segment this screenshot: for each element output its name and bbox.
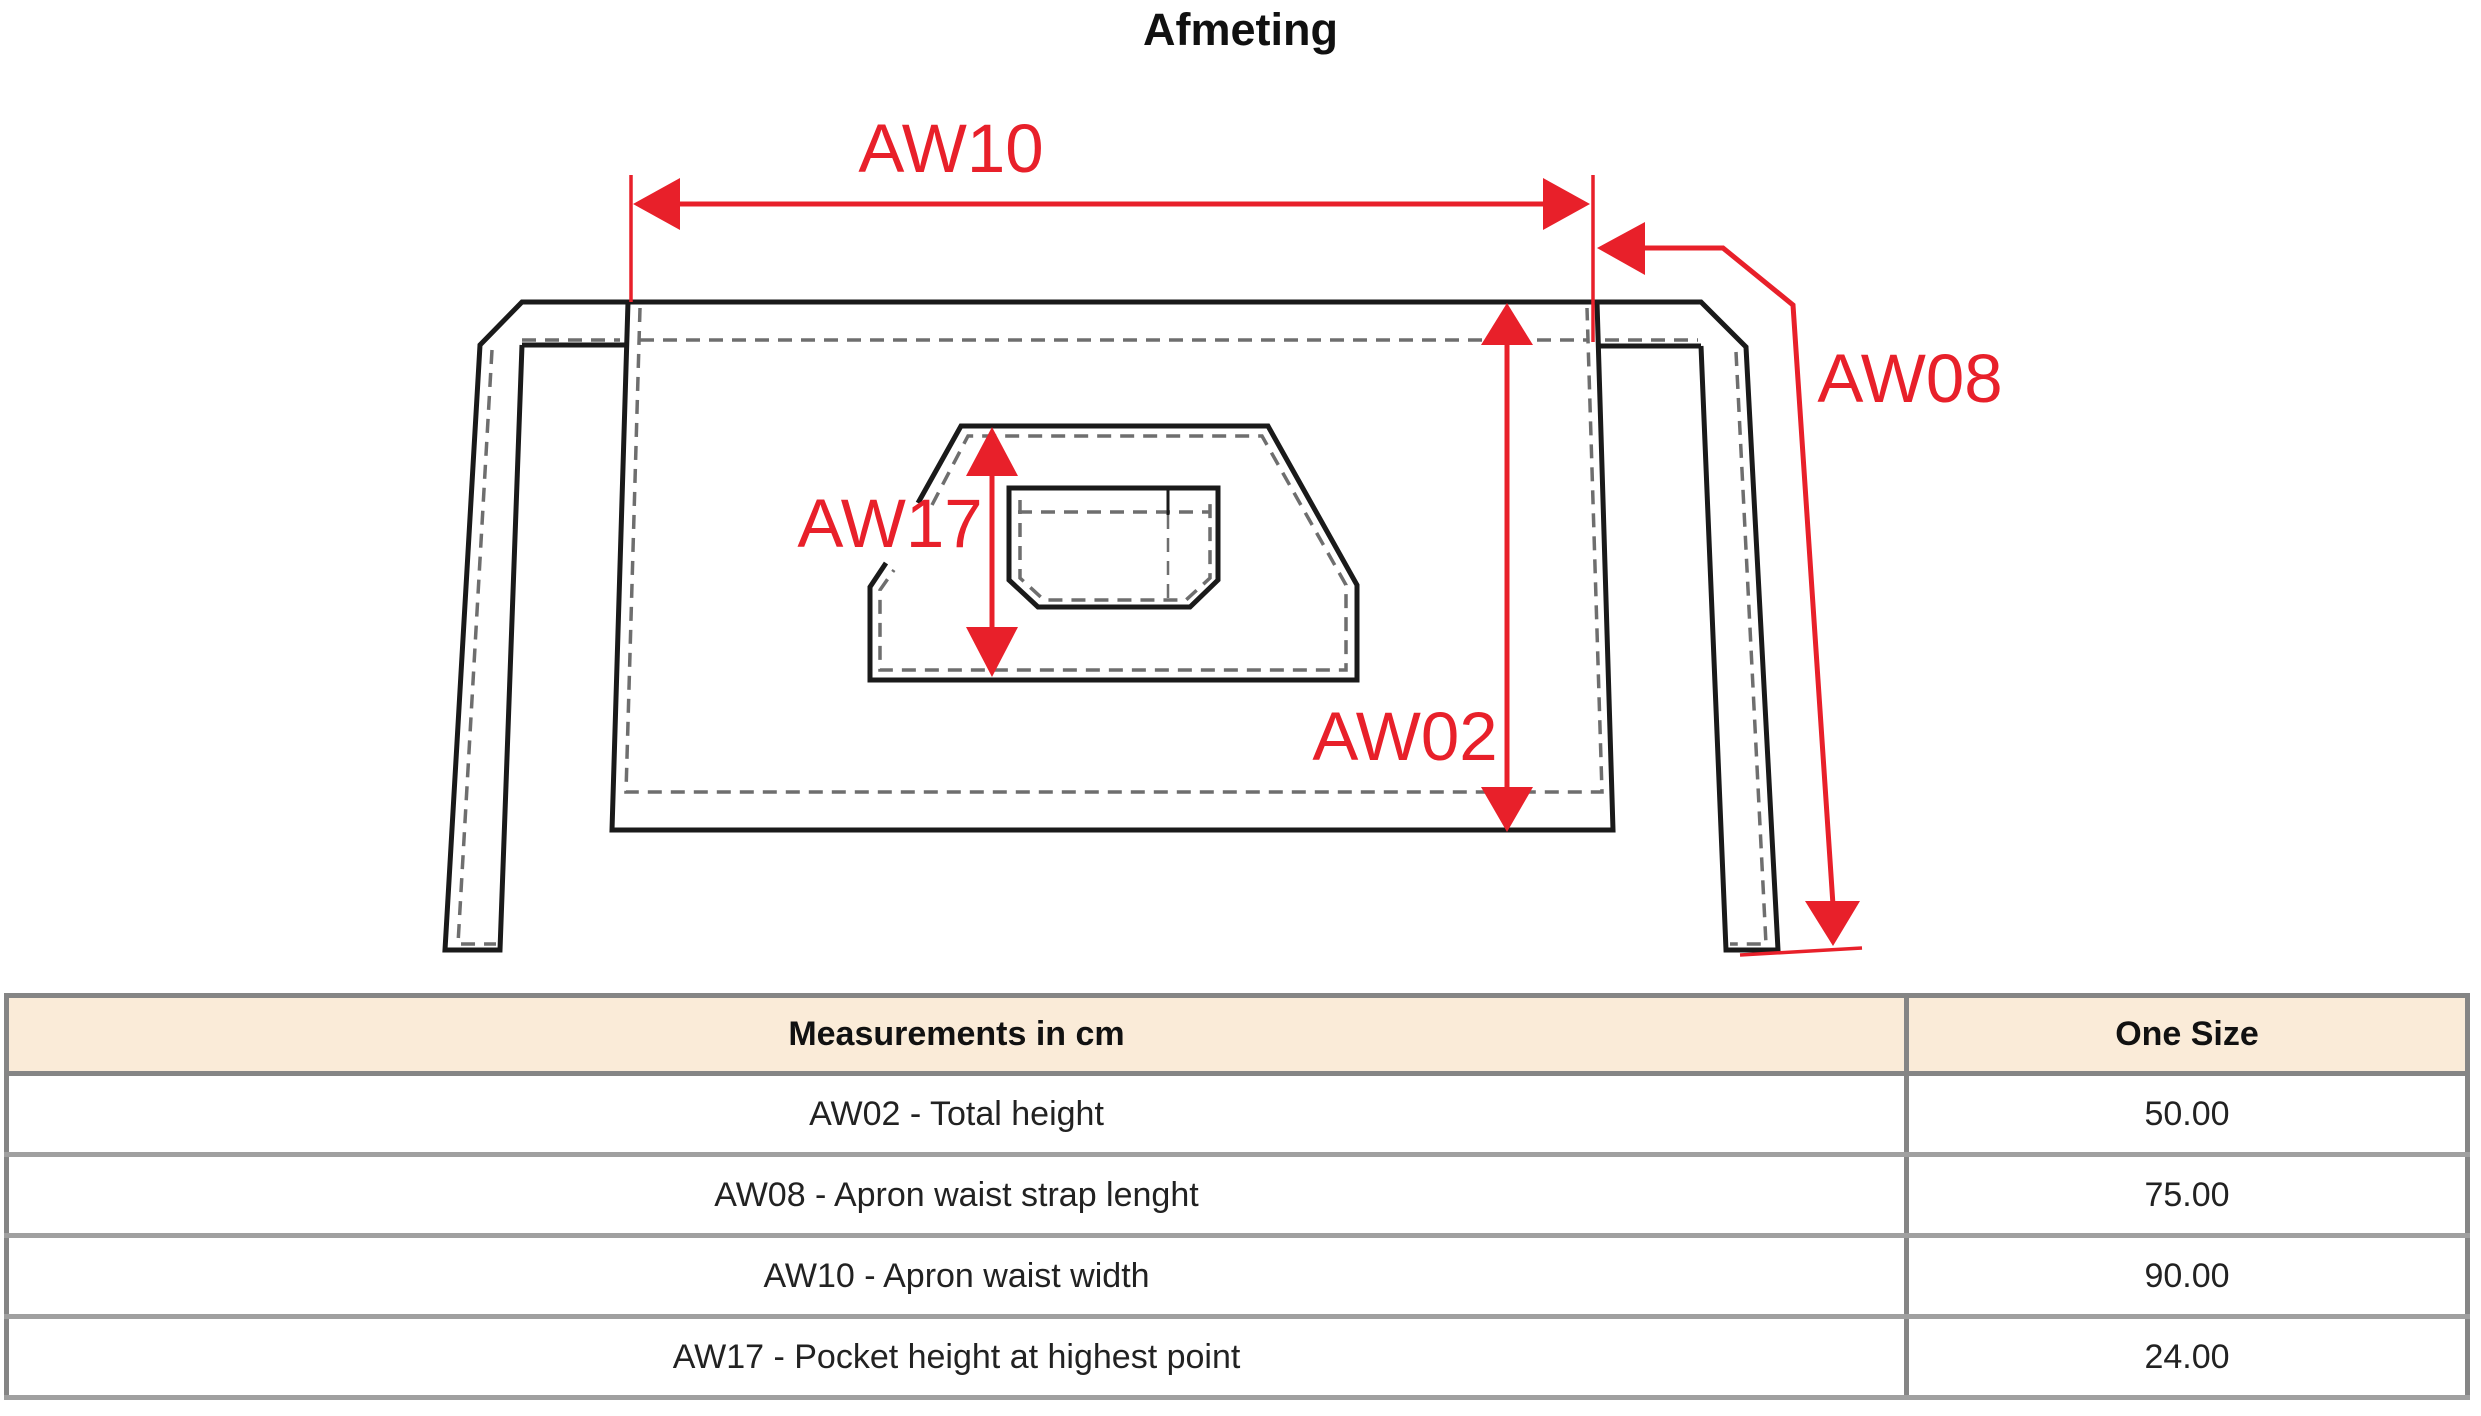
arrow-up-icon: [966, 427, 1018, 476]
aw08-dimension: AW08: [1597, 222, 2003, 957]
arrow-down-icon: [966, 627, 1018, 677]
table-row: AW08 - Apron waist strap lenght 75.00: [4, 1152, 2470, 1238]
arrow-left-icon: [633, 178, 680, 230]
measurement-value: 50.00: [1905, 1071, 2470, 1157]
arrow-up-icon: [1481, 303, 1533, 345]
size-chart-table: Measurements in cm One Size AW02 - Total…: [4, 993, 2470, 1400]
measurement-name: AW08 - Apron waist strap lenght: [4, 1152, 1909, 1238]
column-header-measurement: Measurements in cm: [4, 993, 1909, 1076]
aw17-label: AW17: [797, 485, 982, 562]
aw10-dimension: AW10: [629, 110, 1595, 342]
aw08-dimension-line: [1640, 245, 1836, 906]
left-waist-strap: [442, 299, 628, 953]
page-title: Afmeting: [1143, 4, 1338, 55]
measurement-name: AW02 - Total height: [4, 1071, 1909, 1157]
aw17-dimension: AW17: [797, 427, 1018, 677]
measurement-name: AW17 - Pocket height at highest point: [4, 1314, 1909, 1400]
aw02-dimension: AW02: [1312, 303, 1533, 832]
apron-body: [609, 299, 1616, 833]
table-row: AW10 - Apron waist width 90.00: [4, 1233, 2470, 1319]
arrow-left-icon: [1597, 222, 1645, 275]
front-pocket: [867, 423, 1360, 683]
measurement-value: 75.00: [1905, 1152, 2470, 1238]
arrow-down-icon: [1481, 787, 1533, 832]
arrow-right-icon: [1543, 178, 1590, 230]
aw02-label: AW02: [1312, 698, 1497, 775]
table-row: AW02 - Total height 50.00: [4, 1071, 2470, 1157]
table-row: AW17 - Pocket height at highest point 24…: [4, 1314, 2470, 1400]
aw08-label: AW08: [1817, 340, 2002, 417]
aw08-extension-bottom: [1739, 946, 1863, 957]
measurement-name: AW10 - Apron waist width: [4, 1233, 1909, 1319]
right-waist-strap: [1597, 299, 1781, 953]
measurement-value: 24.00: [1905, 1314, 2470, 1400]
aw10-label: AW10: [858, 110, 1043, 187]
arrow-down-icon: [1805, 901, 1860, 946]
table-header-row: Measurements in cm One Size: [4, 993, 2470, 1076]
apron-measurement-diagram: AW10 AW08 AW02 AW17: [442, 110, 2003, 957]
measurement-value: 90.00: [1905, 1233, 2470, 1319]
column-header-one-size: One Size: [1905, 993, 2470, 1076]
